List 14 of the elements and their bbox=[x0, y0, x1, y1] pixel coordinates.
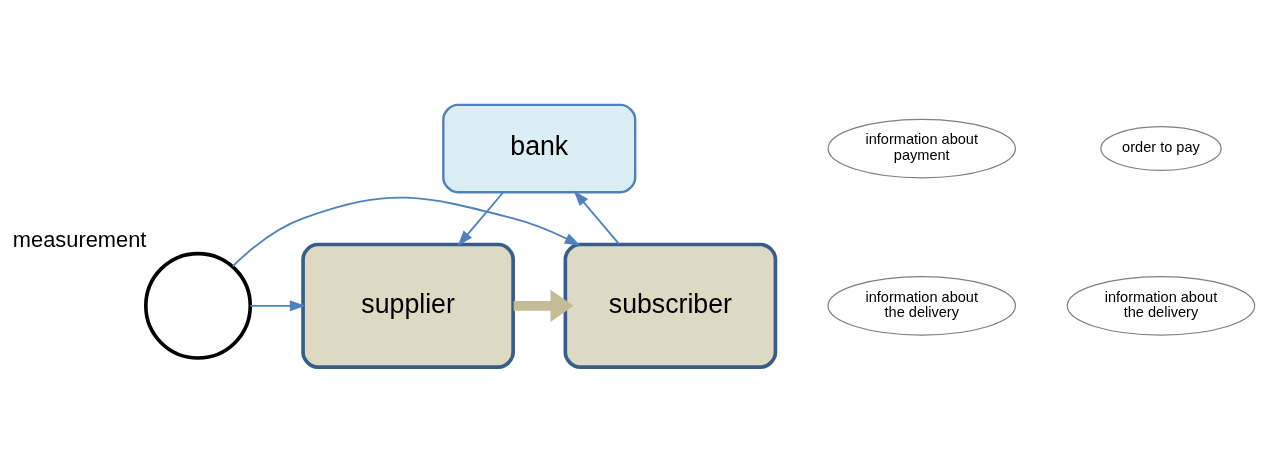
node-ellipse: order to pay bbox=[1100, 126, 1222, 172]
node-box: supplier bbox=[301, 242, 515, 369]
arrow bbox=[231, 196, 581, 268]
node-box: bank bbox=[442, 103, 637, 194]
node-label: measurement bbox=[12, 226, 147, 252]
arrow bbox=[513, 289, 574, 322]
node-circle bbox=[144, 251, 253, 360]
arrow bbox=[573, 190, 620, 245]
node-box: subscriber bbox=[563, 242, 778, 369]
arrow bbox=[249, 300, 306, 312]
node-ellipse: information about payment bbox=[827, 118, 1017, 179]
node-ellipse: information about the delivery bbox=[827, 275, 1017, 336]
node-ellipse: information about the delivery bbox=[1066, 275, 1256, 336]
arrow bbox=[457, 191, 504, 247]
